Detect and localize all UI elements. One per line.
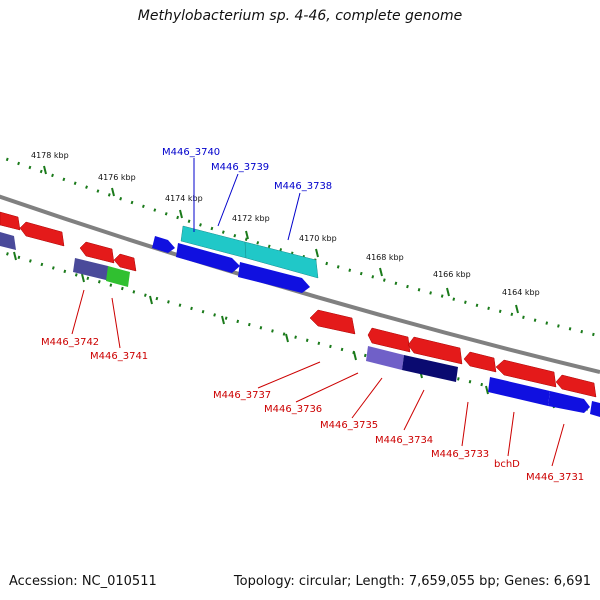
gene-label: M446_3740 (162, 147, 220, 158)
major-ticks (13, 165, 555, 409)
major-tick (149, 295, 153, 305)
major-tick (485, 385, 489, 395)
forward-strand-genes-right (366, 346, 600, 417)
gene-arrow-red[interactable] (113, 253, 137, 272)
major-tick (353, 351, 357, 361)
gene-box-lavender[interactable] (366, 346, 404, 370)
scale-label: 4178 kbp (31, 151, 69, 160)
forward-strand-genes-left (73, 258, 130, 287)
gene-label: bchD (494, 459, 520, 470)
major-tick (43, 165, 47, 175)
gene-box-green[interactable] (106, 266, 130, 287)
reverse-strand-genes-lower (309, 309, 597, 398)
major-tick (179, 209, 183, 219)
leader-lines-bottom (71, 289, 565, 467)
major-tick (315, 248, 319, 258)
gene-arrow-red[interactable] (555, 374, 597, 398)
gene-arrow-blue[interactable] (238, 262, 310, 293)
major-tick (245, 230, 249, 240)
gene-label: M446_3742 (41, 337, 99, 348)
gene-box-navy[interactable] (402, 355, 458, 382)
scale-label: 4174 kbp (165, 194, 203, 203)
gene-arrow-blue[interactable] (152, 236, 175, 253)
major-tick (221, 315, 225, 325)
major-tick (446, 287, 450, 297)
gene-box-slate[interactable] (73, 258, 110, 281)
scale-label: 4168 kbp (366, 253, 404, 262)
gene-arrow-red[interactable] (463, 351, 497, 373)
gene-arrow-cyan[interactable] (244, 241, 319, 279)
gene-label: M446_3731 (526, 472, 584, 483)
genome-title: Methylobacterium sp. 4-46, complete geno… (137, 8, 463, 24)
gene-arrow-blue[interactable] (548, 391, 590, 413)
scale-label: 4164 kbp (502, 288, 540, 297)
gene-arrow-red[interactable] (309, 309, 356, 335)
gene-label: M446_3738 (274, 181, 332, 192)
gene-arrow-red[interactable] (407, 336, 463, 365)
gene-arrow-red[interactable] (495, 359, 557, 388)
major-tick (285, 333, 289, 343)
forward-strand-genes-top (0, 225, 319, 293)
major-tick (111, 187, 115, 197)
gene-label: M446_3741 (90, 351, 148, 362)
leader-lines-top (193, 158, 301, 241)
scale-label: 4176 kbp (98, 173, 136, 182)
accession-text: Accession: NC_010511 (9, 574, 157, 589)
gene-label: M446_3734 (375, 435, 433, 446)
gene-arrow-red[interactable] (0, 211, 21, 231)
gene-arrow-red[interactable] (19, 221, 65, 247)
gene-arrow-blue[interactable] (590, 401, 600, 417)
scale-label: 4170 kbp (299, 234, 337, 243)
scale-label: 4166 kbp (433, 270, 471, 279)
gene-arrow-red[interactable] (79, 241, 115, 264)
gene-arrow-blue[interactable] (0, 232, 16, 250)
gene-label: M446_3739 (211, 162, 269, 173)
major-tick (81, 273, 85, 283)
gene-label: M446_3735 (320, 420, 378, 431)
reverse-strand-genes (0, 211, 137, 272)
gene-arrow-blue[interactable] (488, 377, 550, 406)
genome-summary-text: Topology: circular; Length: 7,659,055 bp… (233, 574, 591, 589)
gene-label: M446_3737 (213, 390, 271, 401)
scale-label: 4172 kbp (232, 214, 270, 223)
major-tick (379, 267, 383, 277)
major-tick (515, 304, 519, 314)
gene-arrow-blue[interactable] (176, 243, 240, 273)
major-tick (13, 251, 17, 261)
gene-label: M446_3736 (264, 404, 322, 415)
gene-arrow-red[interactable] (367, 327, 411, 353)
gene-label: M446_3733 (431, 449, 489, 460)
